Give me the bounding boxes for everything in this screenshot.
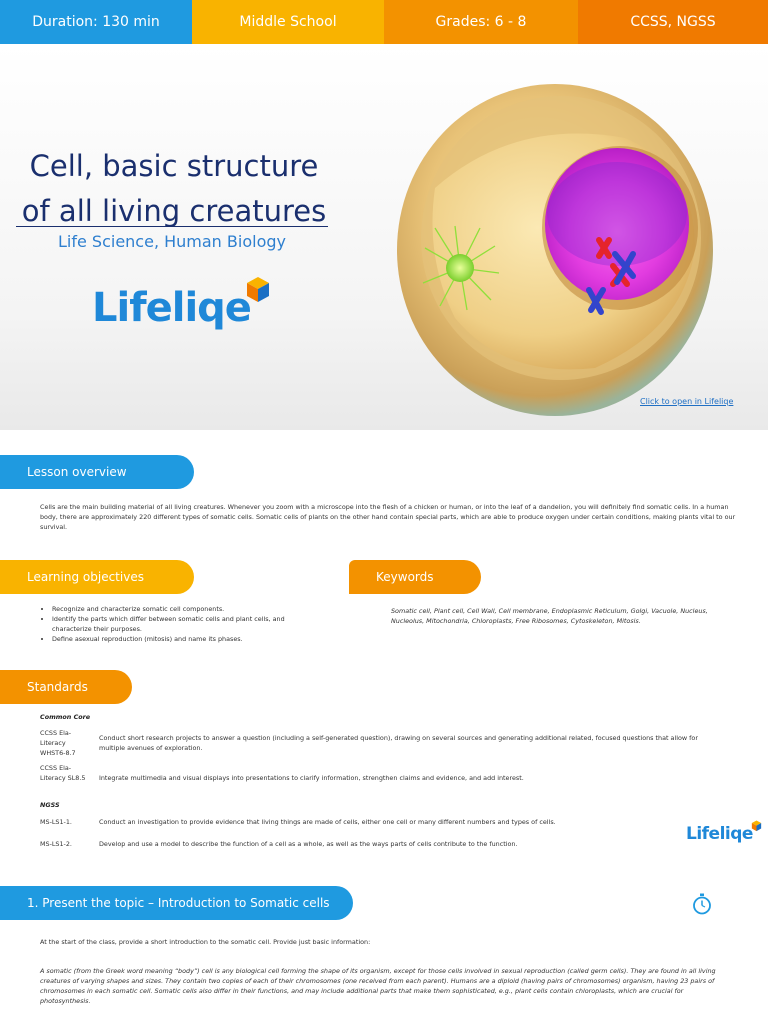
school-level-badge: Middle School bbox=[192, 0, 384, 44]
section-1-heading: 1. Present the topic – Introduction to S… bbox=[0, 886, 353, 920]
standard-code: CCSS Ela-Literacy WHST6-8.7 bbox=[40, 729, 76, 757]
cube-logo-icon bbox=[751, 820, 762, 832]
open-in-lifeliqe-link[interactable]: Click to open in Lifeliqe bbox=[640, 397, 734, 406]
standards-heading: Standards bbox=[0, 670, 132, 704]
lesson-overview-text: Cells are the main building material of … bbox=[40, 503, 736, 531]
top-info-bar: Duration: 130 min Middle School Grades: … bbox=[0, 0, 768, 44]
lesson-overview-heading: Lesson overview bbox=[0, 455, 194, 489]
stopwatch-icon bbox=[693, 893, 711, 915]
logo-wordmark: Lifeliqe bbox=[686, 824, 753, 844]
cube-logo-icon bbox=[246, 277, 269, 302]
keywords-heading: Keywords bbox=[349, 560, 481, 594]
logo-wordmark: Lifeliqe bbox=[92, 285, 252, 331]
ngss-label: NGSS bbox=[40, 801, 60, 809]
learning-objectives-heading: Learning objectives bbox=[0, 560, 194, 594]
cell-illustration-icon bbox=[397, 84, 713, 416]
standard-code: MS-LS1-1. bbox=[40, 818, 72, 826]
duration-badge: Duration: 130 min bbox=[0, 0, 192, 44]
list-item: Identify the parts which differ between … bbox=[52, 614, 312, 634]
keywords-text: Somatic cell, Plant cell, Cell Wall, Cel… bbox=[391, 607, 708, 625]
standard-code: CCSS Ela-Literacy SL8.5 bbox=[40, 764, 86, 782]
list-item: Recognize and characterize somatic cell … bbox=[52, 604, 312, 614]
lifeliqe-logo: Lifeliqe bbox=[92, 276, 271, 330]
list-item: Define asexual reproduction (mitosis) an… bbox=[52, 634, 312, 644]
standard-description: Integrate multimedia and visual displays… bbox=[99, 774, 524, 782]
page-subtitle: Life Science, Human Biology bbox=[58, 232, 286, 251]
learning-objectives-list: Recognize and characterize somatic cell … bbox=[38, 604, 312, 644]
section-1-intro: At the start of the class, provide a sho… bbox=[40, 938, 371, 946]
standard-description: Conduct short research projects to answe… bbox=[99, 734, 698, 752]
standard-description: Conduct an investigation to provide evid… bbox=[99, 818, 556, 826]
common-core-label: Common Core bbox=[40, 713, 91, 721]
section-1-definition: A somatic (from the Greek word meaning “… bbox=[40, 967, 716, 1005]
title-underline bbox=[16, 226, 328, 227]
standard-description: Develop and use a model to describe the … bbox=[99, 840, 518, 848]
standards-badge: CCSS, NGSS bbox=[578, 0, 768, 44]
grades-badge: Grades: 6 - 8 bbox=[384, 0, 578, 44]
lifeliqe-small-logo: Lifeliqe bbox=[686, 820, 762, 844]
standard-code: MS-LS1-2. bbox=[40, 840, 72, 848]
